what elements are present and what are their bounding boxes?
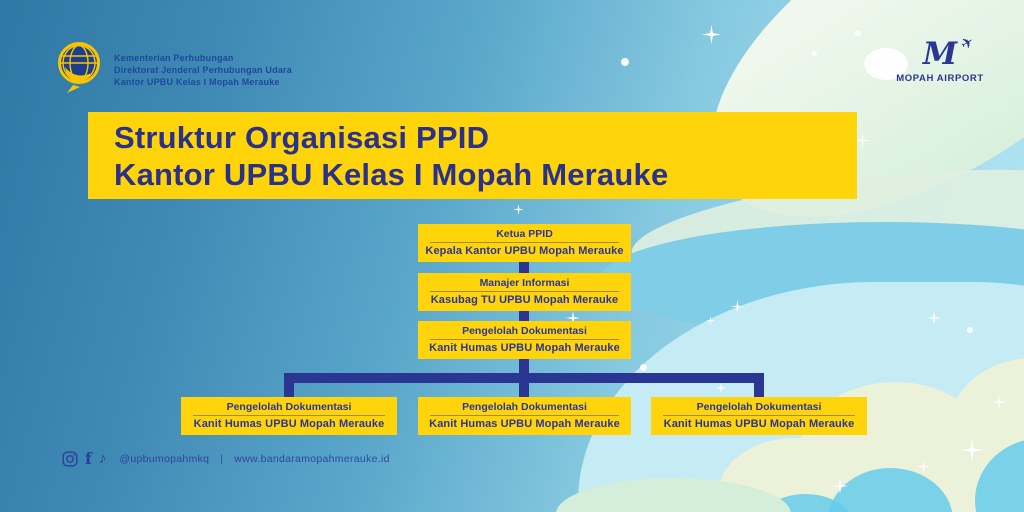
sparkle-icon xyxy=(706,316,715,325)
sparkle-icon xyxy=(513,204,524,215)
sparkle-dot xyxy=(855,30,861,36)
tiktok-icon: ♪ xyxy=(98,450,107,467)
sparkle-dot xyxy=(812,51,817,56)
sparkle-icon xyxy=(917,460,930,473)
org-connector-drop xyxy=(284,380,294,400)
ministry-identity: Kementerian Perhubungan Direktorat Jende… xyxy=(56,40,292,99)
org-node-holder: Kanit Humas UPBU Mopah Merauke xyxy=(429,342,620,354)
org-node-manajer-informasi: Manajer Informasi Kasubag TU UPBU Mopah … xyxy=(418,273,631,311)
instagram-icon xyxy=(62,451,78,467)
org-node-pengelolah-dokumentasi-3: Pengelolah Dokumentasi Kanit Humas UPBU … xyxy=(651,397,867,435)
facebook-icon: f xyxy=(85,449,92,468)
org-connector-drop xyxy=(519,380,529,400)
cloud-decoration xyxy=(556,478,791,512)
org-node-pengelolah-dokumentasi-1: Pengelolah Dokumentasi Kanit Humas UPBU … xyxy=(181,397,397,435)
ministry-line: Kantor UPBU Kelas I Mopah Merauke xyxy=(114,76,280,87)
kemenhub-logo-icon xyxy=(56,40,102,99)
sparkle-icon xyxy=(731,300,744,313)
sparkle-dot xyxy=(621,58,629,66)
cloud-decoration xyxy=(975,438,1024,512)
footer-separator: | xyxy=(220,453,224,465)
org-node-holder: Kanit Humas UPBU Mopah Merauke xyxy=(429,418,620,430)
org-node-role: Pengelolah Dokumentasi xyxy=(226,401,352,413)
org-node-role: Manajer Informasi xyxy=(479,277,570,289)
ministry-line: Kementerian Perhubungan xyxy=(114,52,234,63)
org-node-ketua-ppid: Ketua PPID Kepala Kantor UPBU Mopah Mera… xyxy=(418,224,631,262)
org-node-divider xyxy=(430,339,619,340)
website-url: www.bandaramopahmerauke.id xyxy=(234,453,390,465)
org-node-pengelolah-dokumentasi-2: Pengelolah Dokumentasi Kanit Humas UPBU … xyxy=(418,397,631,435)
sparkle-icon xyxy=(702,25,721,44)
sparkle-icon xyxy=(961,439,983,461)
sparkle-dot xyxy=(640,364,647,371)
org-node-role: Pengelolah Dokumentasi xyxy=(462,325,587,337)
ministry-line: Direktorat Jenderal Perhubungan Udara xyxy=(114,64,292,75)
org-node-divider xyxy=(430,242,619,243)
sparkle-icon xyxy=(715,382,727,394)
page-title-line1: Struktur Organisasi PPID xyxy=(114,120,490,155)
ministry-text-block: Kementerian Perhubungan Direktorat Jende… xyxy=(114,52,292,88)
cloud-decoration xyxy=(718,438,873,512)
cloud-decoration xyxy=(828,468,953,512)
org-node-divider xyxy=(430,291,619,292)
org-node-holder: Kepala Kantor UPBU Mopah Merauke xyxy=(425,245,624,257)
cloud-decoration xyxy=(758,494,853,512)
cloud-decoration xyxy=(948,358,1024,503)
cloud-decoration xyxy=(896,458,1024,512)
airplane-icon: ✈ xyxy=(957,32,977,54)
social-handle: @upbumopahmkq xyxy=(119,453,210,465)
org-node-holder: Kanit Humas UPBU Mopah Merauke xyxy=(193,418,385,430)
org-node-holder: Kanit Humas UPBU Mopah Merauke xyxy=(663,418,855,430)
org-node-divider xyxy=(430,415,619,416)
sparkle-icon xyxy=(855,133,870,148)
title-banner: Struktur Organisasi PPID Kantor UPBU Kel… xyxy=(88,112,857,199)
cloud-decoration xyxy=(600,222,1024,338)
sparkle-icon xyxy=(992,395,1006,409)
mopah-monogram: M xyxy=(922,36,958,72)
org-connector-vertical xyxy=(519,305,529,327)
org-node-divider xyxy=(193,415,385,416)
org-node-role: Ketua PPID xyxy=(496,228,553,240)
org-node-role: Pengelolah Dokumentasi xyxy=(696,401,822,413)
sparkle-dot xyxy=(967,327,973,333)
sparkle-icon xyxy=(927,311,941,325)
sparkle-icon xyxy=(832,478,848,494)
org-connector-horizontal xyxy=(284,373,764,383)
org-node-role: Pengelolah Dokumentasi xyxy=(462,401,587,413)
mopah-airport-logo: M ✈ MOPAH AIRPORT xyxy=(880,33,1000,84)
page-title-line2: Kantor UPBU Kelas I Mopah Merauke xyxy=(114,157,669,192)
org-connector-vertical xyxy=(519,353,529,378)
org-node-pengelolah-dokumentasi: Pengelolah Dokumentasi Kanit Humas UPBU … xyxy=(418,321,631,359)
org-connector-vertical xyxy=(519,256,529,278)
footer-social-bar: f ♪ @upbumopahmkq | www.bandaramopahmera… xyxy=(62,451,390,467)
org-node-divider xyxy=(663,415,855,416)
airport-name-label: MOPAH AIRPORT xyxy=(896,73,984,84)
org-node-holder: Kasubag TU UPBU Mopah Merauke xyxy=(430,294,619,306)
